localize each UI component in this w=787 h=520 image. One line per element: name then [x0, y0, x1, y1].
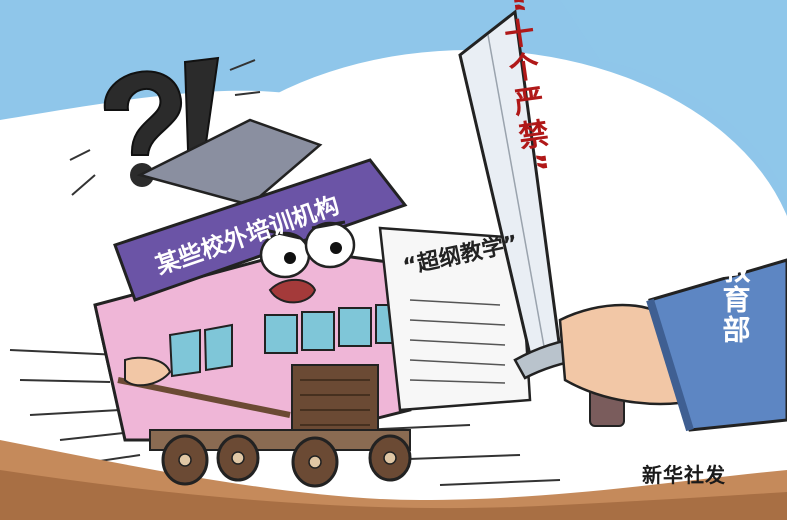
- sleeve-text: 教育部: [719, 255, 752, 345]
- credit-text: 新华社发: [642, 463, 726, 487]
- sky-swirl: [560, 0, 787, 200]
- ground-shadow: [0, 470, 787, 520]
- training-building: [93, 118, 412, 488]
- sleeve-cuff: [646, 298, 694, 432]
- document-paper: [378, 226, 532, 412]
